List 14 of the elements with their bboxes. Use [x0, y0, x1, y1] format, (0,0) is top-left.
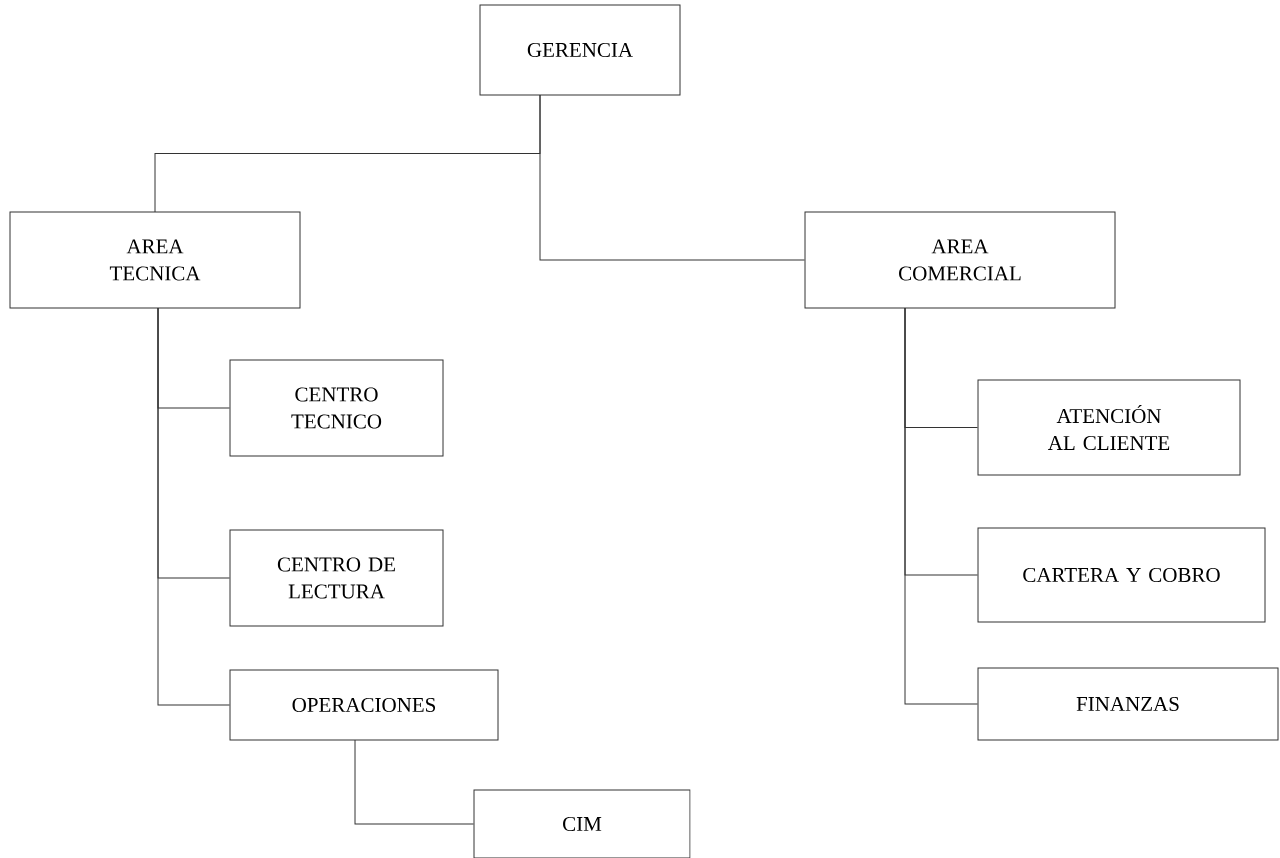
connector-line: [539, 94, 805, 261]
connector-line: [354, 739, 474, 825]
org-box: OPERACIONES: [229, 669, 499, 741]
org-box: CENTRO TECNICO: [229, 359, 444, 457]
org-box: ATENCIÓN AL CLIENTE: [977, 379, 1241, 476]
org-box: CARTERA Y COBRO: [977, 527, 1266, 623]
org-box: CENTRO DE LECTURA: [229, 529, 444, 627]
org-box: AREA TECNICA: [9, 211, 301, 309]
org-box: AREA COMERCIAL: [804, 211, 1116, 309]
connector-line: [157, 307, 230, 706]
connector-line: [904, 307, 978, 705]
org-box: FINANZAS: [977, 667, 1279, 741]
org-box: GERENCIA: [479, 4, 681, 96]
org-box: CIM: [473, 789, 691, 858]
